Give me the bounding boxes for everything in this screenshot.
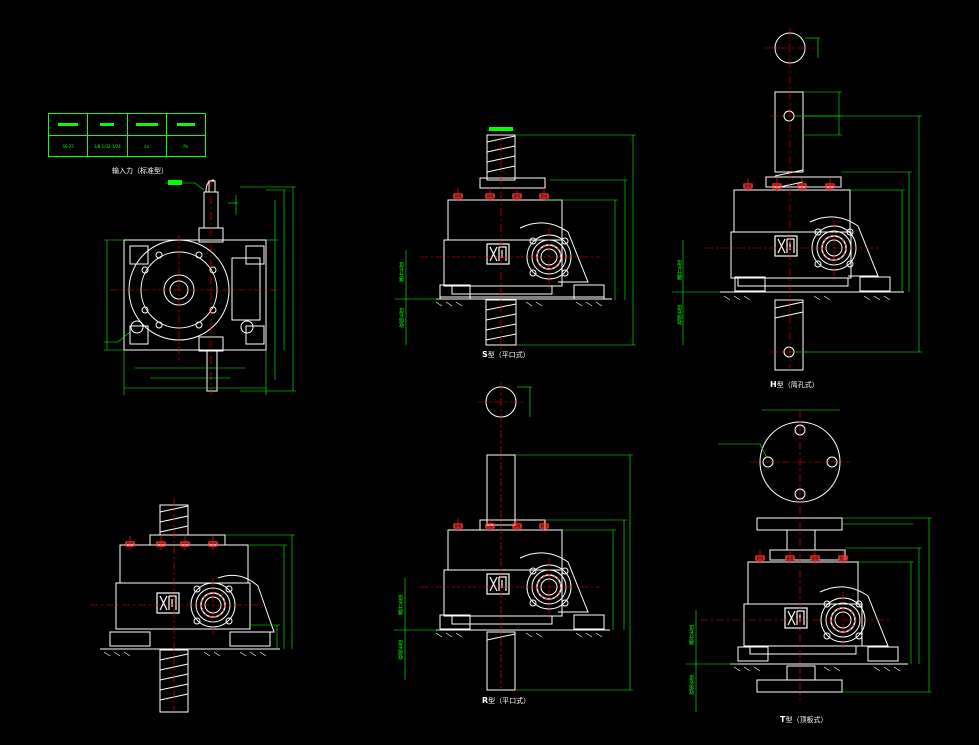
- spec-table: SS-27 1/8 1/32 1/24 ¢¢ P¢: [48, 113, 206, 157]
- r-type-letter: R: [482, 696, 489, 705]
- t-type-caption: T型（顶板式）: [780, 715, 827, 725]
- spec-header-cell-3: [128, 114, 167, 135]
- input-view: [104, 179, 296, 395]
- t-type-view: [686, 409, 932, 712]
- input-caption: 输入力（标准型）: [112, 167, 168, 175]
- spec-table-value-row: SS-27 1/8 1/32 1/24 ¢¢ P¢: [49, 135, 205, 157]
- h-type-view: [672, 28, 922, 371]
- h-type-caption-text: 型（简孔式）: [776, 381, 819, 389]
- t-lower-stroke-label: 收缩长度: [689, 675, 695, 695]
- r-type-caption-text: 型（平口式）: [488, 697, 531, 705]
- base-view: [90, 498, 295, 713]
- s-lower-stroke-label: 收缩长度: [399, 308, 405, 328]
- s-upper-stroke-label: 展开长度: [399, 262, 405, 282]
- spec-header-cell-2: [88, 114, 128, 135]
- spec-header-cell-1: [49, 114, 89, 135]
- s-type-caption: S型（平口式）: [482, 350, 530, 360]
- t-type-letter: T: [780, 715, 786, 724]
- r-type-caption: R型（平口式）: [482, 696, 530, 706]
- spec-value-model: SS-27: [49, 136, 89, 157]
- spec-value-input: ¢¢: [128, 136, 167, 157]
- r-lower-stroke-label: 收缩长度: [398, 640, 404, 660]
- r-upper-stroke-label: 展开长度: [398, 595, 404, 615]
- s-type-caption-text: 型（平口式）: [487, 351, 530, 359]
- h-lower-stroke-label: 收缩长度: [677, 305, 683, 325]
- s-type-letter: S: [482, 350, 488, 359]
- r-type-view: [394, 382, 633, 691]
- spec-value-pitch: P¢: [183, 144, 189, 149]
- s-type-view: [395, 127, 636, 350]
- h-type-letter: H: [770, 380, 777, 389]
- spec-value-ratio: 1/8 1/32 1/24: [88, 136, 128, 157]
- spec-header-cell-4: [167, 114, 205, 135]
- t-type-caption-text: 型（顶板式）: [785, 716, 828, 724]
- spec-table-header-row: [49, 114, 205, 135]
- h-type-caption: H型（简孔式）: [770, 380, 819, 390]
- h-upper-stroke-label: 展开长度: [677, 260, 683, 280]
- t-upper-stroke-label: 展开长度: [689, 625, 695, 645]
